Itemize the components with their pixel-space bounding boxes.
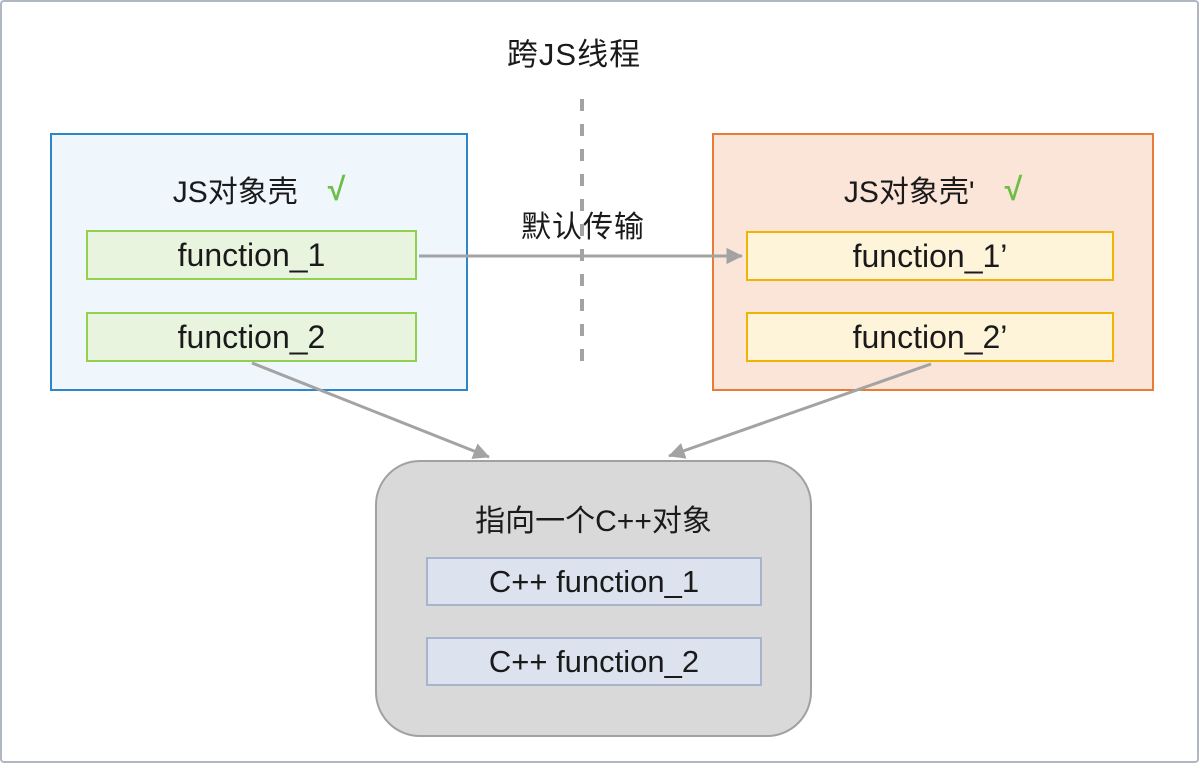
cpp-object-panel: 指向一个C++对象 C++ function_1 C++ function_2 — [375, 460, 812, 737]
diagram-title: 跨JS线程 — [506, 37, 642, 72]
left-panel-title: JS对象壳 — [172, 176, 298, 209]
cpp-function-2-box: C++ function_2 — [426, 637, 762, 686]
right-function-1-box: function_1’ — [746, 231, 1114, 281]
right-checkmark-icon: √ — [1004, 171, 1023, 207]
right-panel-title: JS对象壳' — [843, 176, 975, 209]
right-function-2-box: function_2’ — [746, 312, 1114, 362]
right-panel-title-row: JS对象壳' √ — [714, 167, 1152, 211]
transfer-arrow-label: 默认传输 — [521, 211, 645, 244]
left-panel-title-row: JS对象壳 √ — [52, 167, 466, 211]
left-function-2-box: function_2 — [86, 312, 417, 362]
cpp-panel-title: 指向一个C++对象 — [475, 505, 712, 538]
left-checkmark-icon: √ — [327, 171, 346, 207]
cpp-panel-title-row: 指向一个C++对象 — [377, 496, 810, 540]
left-js-shell-panel: JS对象壳 √ function_1 function_2 — [50, 133, 468, 391]
cpp-function-1-box: C++ function_1 — [426, 557, 762, 606]
left-function-1-box: function_1 — [86, 230, 417, 280]
right-js-shell-panel: JS对象壳' √ function_1’ function_2’ — [712, 133, 1154, 391]
